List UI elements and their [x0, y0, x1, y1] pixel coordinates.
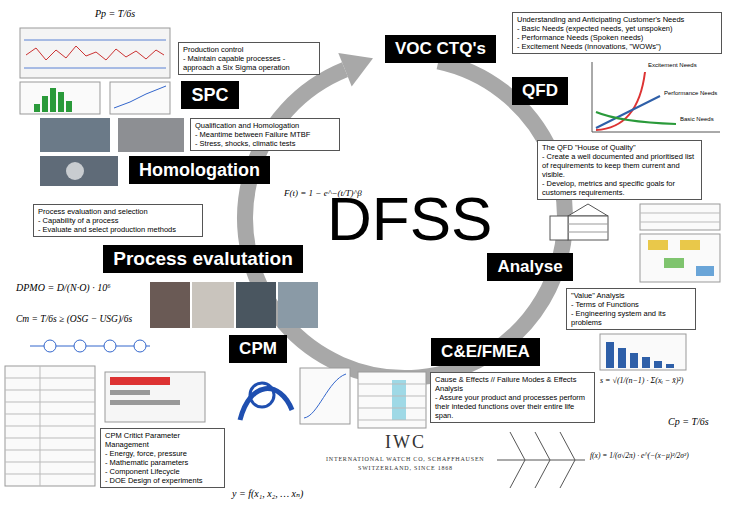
step-label: QFD [512, 77, 568, 105]
callout-bullet: - Mathematic parameters [105, 458, 220, 467]
formula: Cm = T/6s ≥ (OSG − USG)/6s [16, 314, 132, 325]
step-name: C&E/FMEA [441, 341, 530, 363]
callout-box: Qualification and Homologation- Meantime… [190, 118, 340, 151]
callout-bullet: - Evaluate and select production methods [38, 225, 198, 234]
callout-bullet: - DOE Design of experiments [105, 476, 220, 485]
machine-photos [150, 282, 318, 328]
formula: DPMO = D/(N·O) · 10⁶ [16, 282, 111, 294]
formula: f(x) = 1/(σ√2π) · e^(−(x−μ)²/2σ²) [590, 452, 689, 461]
callout-bullet: - Create a well documented and prioritis… [542, 152, 697, 179]
process-flow [30, 340, 150, 352]
step-label: CPM [229, 335, 287, 363]
step-label: Homologation [129, 156, 270, 184]
callout-bullet: - Meantime between Failure MTBF [195, 130, 335, 139]
callout-bullet: - Assure your product and processes perf… [435, 393, 590, 420]
step-name: Process evalutation [113, 248, 293, 270]
chart-label: Excitement Needs [648, 62, 697, 69]
callout-bullet: - Basic Needs (expected needs, yet unspo… [517, 24, 717, 33]
step-name: VOC CTQ's [395, 38, 486, 60]
callout-bullet: - Stress, shocks, climatic tests [195, 139, 335, 148]
formula: Pp = T/6s [95, 8, 135, 20]
chart-label: Performance Needs [664, 90, 717, 97]
step-name: QFD [522, 80, 558, 102]
step-name: SPC [191, 84, 229, 106]
callout-box: Understanding and Anticipating Customer'… [512, 12, 722, 54]
control-chart [20, 28, 170, 78]
histogram [20, 82, 170, 114]
step-label: VOC CTQ's [385, 35, 496, 63]
formula: Cp = T/6s [668, 416, 709, 428]
step-label: Analyse [487, 253, 573, 281]
callout-bullet: - Engineering system and its problems [571, 309, 691, 327]
fmea-table [358, 372, 426, 428]
callout-box: CPM Critict Parameter Management- Energy… [100, 428, 225, 488]
formula: s = √(1/(n−1) · Σ(xᵢ − x̄)²) [600, 376, 683, 385]
callout-heading: Cause & Effects // Failure Modes & Effec… [435, 375, 590, 393]
callout-box: Production control- Maintain capable pro… [178, 42, 320, 75]
callout-bullet: - Energy, force, pressure [105, 449, 220, 458]
callout-box: Cause & Effects // Failure Modes & Effec… [430, 372, 595, 423]
cycle-arc [245, 62, 565, 379]
arrow-head [338, 53, 373, 86]
callout-heading: "Value" Analysis [571, 291, 691, 300]
callout-box: "Value" Analysis- Terms of Functions- En… [566, 288, 696, 330]
callout-box: Process evaluation and selection- Capabi… [33, 204, 203, 237]
step-name: CPM [239, 338, 277, 360]
callout-box: The QFD "House of Quality"- Create a wel… [537, 140, 702, 200]
kano-chart [592, 62, 720, 132]
step-label: Process evalutation [103, 245, 303, 273]
brand-text: SWITZERLAND, SINCE 1868 [358, 465, 453, 472]
formula: F(t) = 1 − e^−(t/T)^β [284, 188, 362, 198]
parameter-screens [105, 368, 350, 424]
callout-heading: The QFD "House of Quality" [542, 143, 697, 152]
function-model [640, 234, 720, 282]
step-label: C&E/FMEA [431, 338, 540, 366]
fishbone [497, 432, 585, 488]
callout-heading: Qualification and Homologation [195, 121, 335, 130]
pareto-chart [600, 334, 686, 370]
chart-label: Basic Needs [680, 116, 714, 123]
brand-text: INTERNATIONAL WATCH CO, SCHAFFHAUSEN [326, 456, 484, 463]
parameter-table [5, 366, 95, 486]
callout-bullet: - Maintain capable processes - approach … [183, 54, 315, 72]
step-name: Analyse [497, 256, 563, 278]
callout-bullet: - Component Lifecycle [105, 467, 220, 476]
callout-bullet: - Excitement Needs (Innovations, "WOWs") [517, 42, 717, 51]
step-name: Homologation [139, 159, 260, 181]
callout-heading: Understanding and Anticipating Customer'… [517, 15, 717, 24]
house-of-quality [550, 204, 720, 240]
brand-logo: IWC [385, 432, 426, 453]
callout-bullet: - Capability of a process [38, 216, 198, 225]
callout-bullet: - Develop, metrics and specific goals fo… [542, 179, 697, 197]
callout-bullet: - Terms of Functions [571, 300, 691, 309]
callout-heading: Process evaluation and selection [38, 207, 198, 216]
callout-heading: CPM Critict Parameter Management [105, 431, 220, 449]
formula: y = f(x₁, x₂, … xₙ) [232, 488, 303, 500]
callout-heading: Production control [183, 45, 315, 54]
callout-bullet: - Performance Needs (Spoken needs) [517, 33, 717, 42]
step-label: SPC [181, 81, 239, 109]
